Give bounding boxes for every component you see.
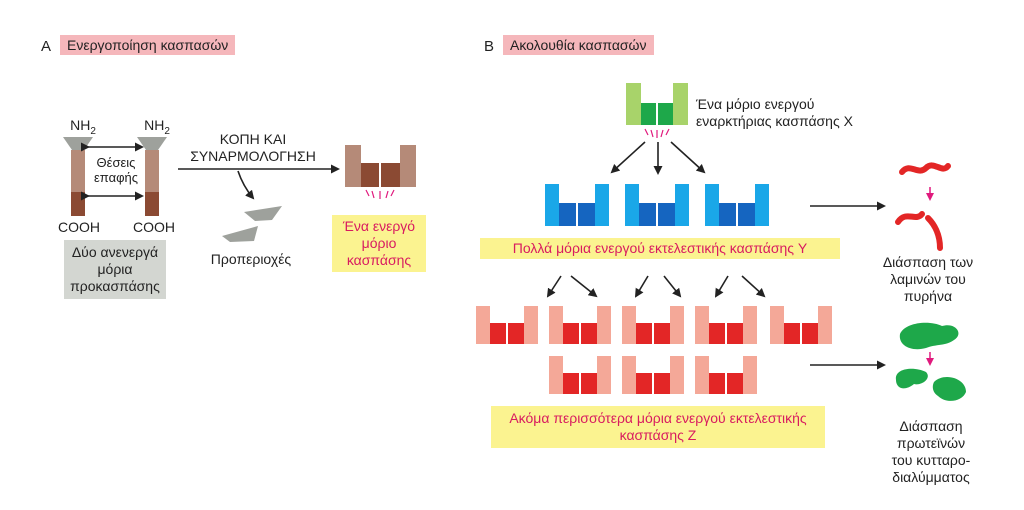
- initiator-caspase-x-icon: [626, 83, 688, 138]
- two-inactive-procaspase-box: Δύο ανενεργά μόρια προκασπάσης: [64, 240, 166, 299]
- lamina-intact-icon: [899, 162, 951, 175]
- protein-fragment-1-icon: [895, 368, 928, 389]
- caspase-z-3: [622, 306, 684, 344]
- panel-a-title: Ενεργοποίηση κασπασών: [60, 35, 236, 55]
- executioner-z-box: Ακόμα περισσότερα μόρια ενεργού εκτελεστ…: [491, 406, 825, 448]
- protein-intact-icon: [899, 322, 959, 350]
- cut-assembly-label-2: ΣΥΝΑΡΜΟΛΟΓΗΣΗ: [190, 148, 316, 164]
- caspase-y-2: [625, 184, 689, 226]
- caspase-z-5: [770, 306, 832, 344]
- prodomain-shape-2: [222, 226, 258, 242]
- executioner-y-box: Πολλά μόρια ενεργού εκτελεστικής κασπάση…: [480, 238, 840, 259]
- arrow-y-to-z-6: [741, 275, 766, 298]
- procaspase-right: [137, 137, 167, 216]
- protein-fragment-2-icon: [932, 377, 966, 401]
- lamina-fragment-1-icon: [895, 211, 925, 225]
- executioner-caspase-y-icons: [545, 184, 769, 226]
- arrow-y-to-z-3: [634, 275, 649, 298]
- caspase-z-2: [549, 306, 611, 344]
- caspase-z-1: [476, 306, 538, 344]
- lamina-label: Διάσπαση των λαμινών του πυρήνα: [882, 254, 974, 304]
- nh2-right-label: NH2: [144, 117, 170, 137]
- arrow-y-to-z-5: [714, 275, 729, 298]
- cytoskeleton-label: Διάσπαση πρωτεϊνών του κυτταρο-διαλύμματ…: [891, 418, 971, 485]
- caspase-y-3: [705, 184, 769, 226]
- contact-sites-label: Θέσεις επαφής: [93, 155, 139, 185]
- active-caspase-box: Ένα ενεργό μόριο κασπάσης: [332, 215, 426, 272]
- initiator-x-label: Ένα μόριο ενεργού εναρκτήριας κασπάσης X: [696, 96, 853, 129]
- prodomains-label: Προπεριοχές: [210, 251, 292, 267]
- cooh-right-label: COOH: [133, 219, 175, 235]
- active-caspase-icon: [345, 145, 416, 199]
- caspase-z-6: [549, 356, 611, 394]
- caspase-z-4: [695, 306, 757, 344]
- cooh-left-label: COOH: [58, 219, 100, 235]
- caspase-z-8: [695, 356, 757, 394]
- panel-b-title: Ακολουθία κασπασών: [503, 35, 654, 55]
- prodomain-shape-1: [244, 206, 282, 221]
- lamina-fragment-2-icon: [925, 215, 943, 251]
- arrow-x-to-y-1: [610, 141, 646, 174]
- arrow-y-to-z-2: [570, 275, 598, 298]
- nh2-left-label: NH2: [70, 117, 96, 137]
- prodomain-arrow: [237, 170, 255, 200]
- executioner-caspase-z-icons: [476, 306, 832, 394]
- caspase-z-7: [622, 356, 684, 394]
- arrow-x-to-y-3: [670, 141, 706, 174]
- panel-a-letter: A: [41, 38, 52, 55]
- cut-assembly-label-1: ΚΟΠΗ ΚΑΙ: [219, 131, 287, 147]
- arrows-y-to-z: [546, 275, 766, 298]
- panel-b-letter: B: [484, 38, 495, 55]
- arrow-y-to-z-4: [663, 275, 682, 298]
- caspase-y-1: [545, 184, 609, 226]
- arrow-y-to-z-1: [546, 275, 562, 298]
